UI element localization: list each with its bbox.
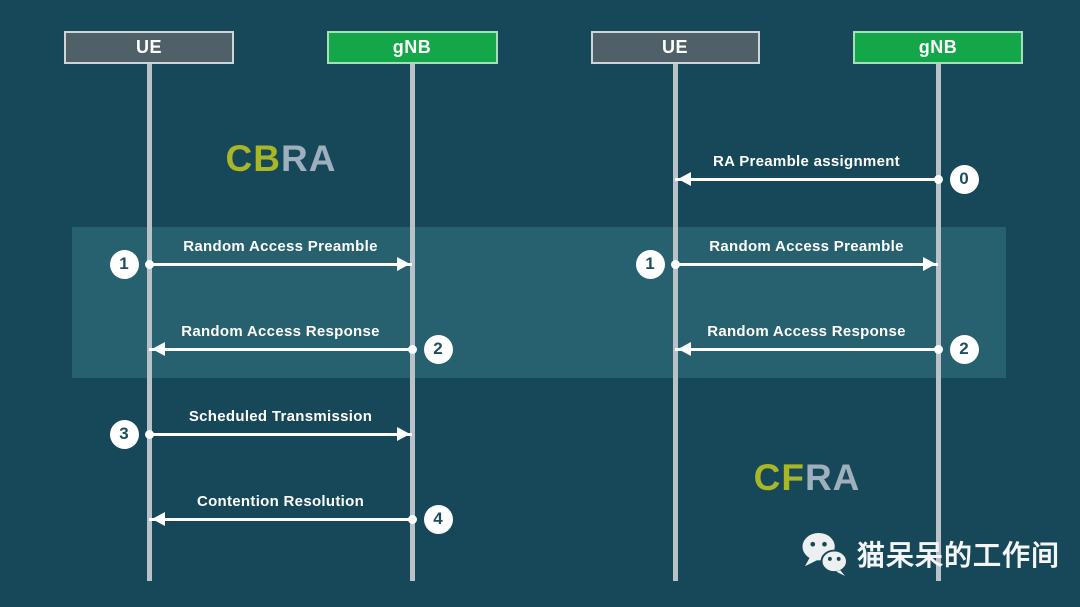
message-arrow-line (675, 177, 938, 181)
message-origin-dot (670, 259, 680, 269)
message-origin-dot (407, 514, 417, 524)
actor-label: gNB (918, 37, 958, 57)
message-arrow-line (149, 517, 412, 521)
message-origin-dot (933, 344, 943, 354)
actor-box-ue: UE (590, 31, 760, 64)
message-label: RA Preamble assignment (713, 153, 900, 170)
title-rest-part: RA (281, 138, 337, 179)
title-highlight-part: CB (225, 138, 281, 179)
message-label: Contention Resolution (196, 493, 365, 510)
message-label: Random Access Preamble (183, 238, 378, 255)
title-rest-part: RA (804, 457, 861, 498)
lifeline-gnb (935, 64, 941, 581)
actor-box-gnb: gNB (326, 31, 498, 64)
step-badge: 2 (423, 334, 453, 364)
actor-box-ue: UE (64, 31, 234, 64)
diagram-title-cbra: CBRA (226, 138, 337, 180)
message-arrowhead (677, 342, 691, 356)
message-arrow-line (149, 262, 412, 266)
message-arrow-line (149, 347, 412, 351)
message-arrowhead (151, 342, 165, 356)
message-arrowhead (922, 257, 936, 271)
watermark-text: 猫呆呆的工作间 (857, 540, 1061, 571)
title-highlight-part: CF (753, 457, 805, 498)
message-arrowhead (396, 427, 410, 441)
step-badge: 4 (423, 504, 453, 534)
lifeline-gnb (409, 64, 415, 581)
message-arrowhead (151, 512, 165, 526)
message-label: Random Access Preamble (709, 238, 904, 255)
step-badge: 1 (109, 249, 139, 279)
watermark: 猫呆呆的工作间 (801, 532, 1060, 576)
step-badge: 2 (949, 334, 979, 364)
msg1-msg2-highlight-band (72, 227, 1006, 378)
message-arrow-line (675, 347, 938, 351)
step-badge: 1 (635, 249, 665, 279)
message-label: Random Access Response (181, 323, 380, 340)
message-origin-dot (933, 174, 943, 184)
wechat-icon (802, 532, 848, 576)
lifeline-ue (146, 64, 152, 581)
message-arrow-line (149, 432, 412, 436)
message-origin-dot (144, 259, 154, 269)
diagram-title-cfra: CFRA (754, 457, 861, 499)
actor-label: UE (661, 37, 688, 57)
step-badge: 0 (949, 164, 979, 194)
message-origin-dot (407, 344, 417, 354)
message-origin-dot (144, 429, 154, 439)
message-arrowhead (396, 257, 410, 271)
message-arrowhead (677, 172, 691, 186)
step-badge: 3 (109, 419, 139, 449)
actor-box-gnb: gNB (853, 31, 1023, 64)
actor-label: gNB (392, 37, 432, 57)
message-label: Random Access Response (707, 323, 906, 340)
lifeline-ue (672, 64, 678, 581)
message-arrow-line (675, 262, 938, 266)
message-label: Scheduled Transmission (188, 408, 373, 425)
actor-label: UE (135, 37, 162, 57)
